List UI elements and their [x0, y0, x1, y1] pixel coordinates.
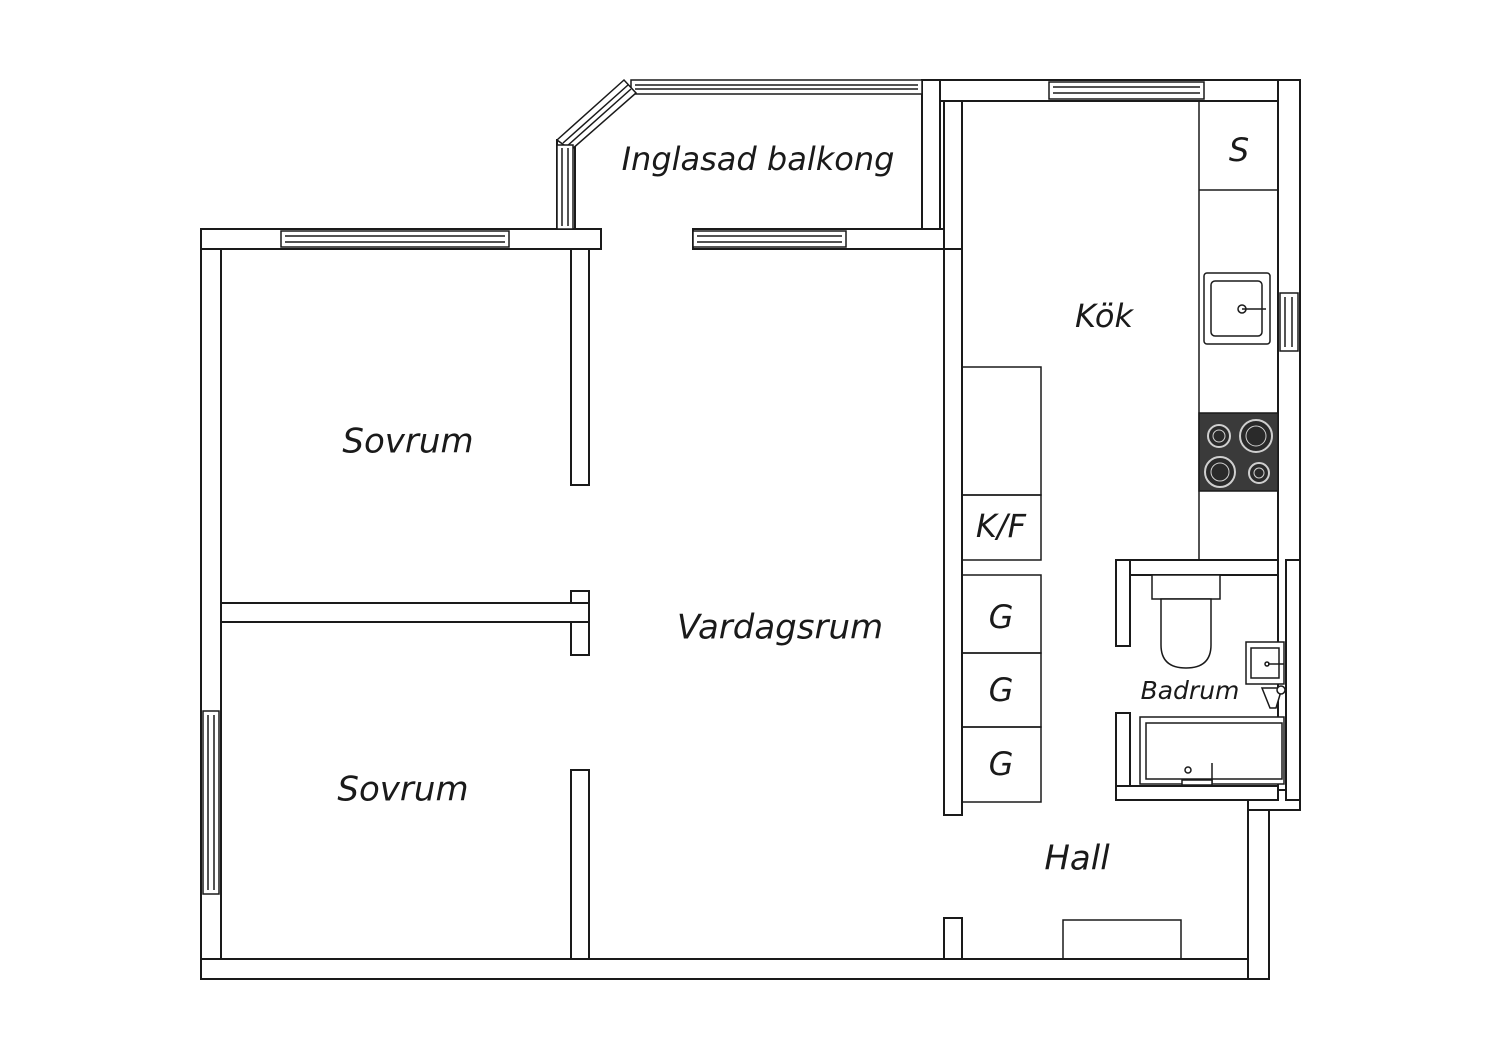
room-label-wardrobe-2: G	[989, 671, 1014, 709]
washbasin-icon	[1245, 641, 1286, 709]
room-label-kitchen: Kök	[1075, 297, 1134, 335]
room-label-bedroom-bottom: Sovrum	[337, 770, 468, 810]
bathtub-icon	[1139, 716, 1285, 786]
stove-icon	[1198, 412, 1279, 492]
toilet-icon	[1151, 574, 1221, 669]
closets	[961, 366, 1042, 803]
sink-icon	[1203, 272, 1271, 345]
room-label-bedroom-top: Sovrum	[342, 422, 473, 462]
room-label-wardrobe-3: G	[989, 745, 1014, 783]
walls	[200, 79, 1301, 980]
room-label-hall: Hall	[1044, 839, 1110, 879]
windows	[202, 78, 1299, 895]
room-label-bathroom: Badrum	[1141, 676, 1240, 705]
room-label-living-room: Vardagsrum	[677, 608, 883, 648]
room-label-storage: S	[1229, 131, 1249, 169]
room-label-balcony: Inglasad balkong	[622, 140, 895, 178]
room-label-fridge-freezer: K/F	[976, 507, 1027, 545]
room-label-wardrobe-1: G	[989, 598, 1014, 636]
